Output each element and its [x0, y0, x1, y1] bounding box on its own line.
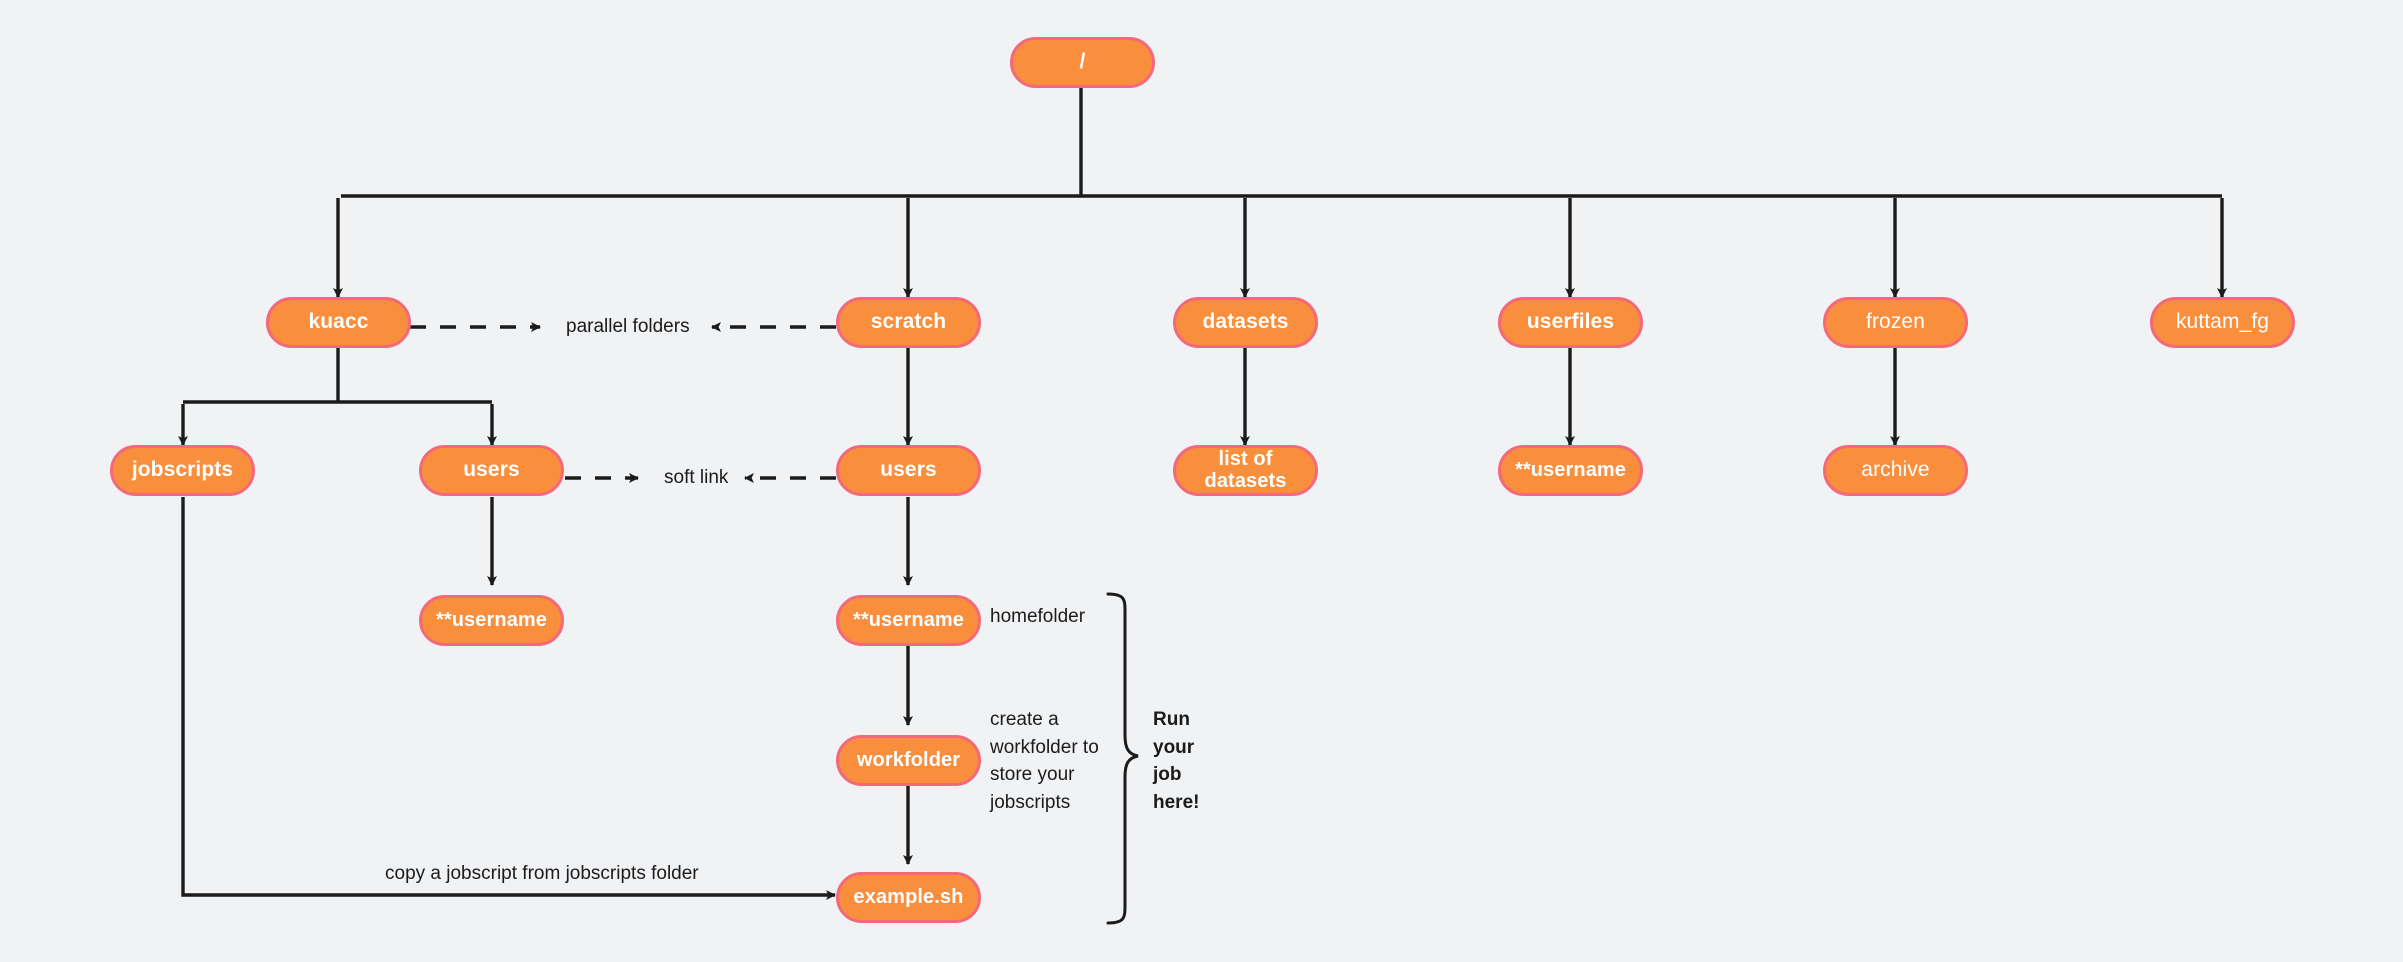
label-parallel-folders: parallel folders	[566, 316, 690, 337]
node-kuttam-fg[interactable]: kuttam_fg	[2150, 297, 2295, 348]
node-kuacc-username[interactable]: **username	[419, 595, 564, 646]
node-userfiles-username[interactable]: **username	[1498, 445, 1643, 496]
node-list-of-datasets[interactable]: list of datasets	[1173, 445, 1318, 496]
label-homefolder: homefolder	[990, 606, 1086, 627]
node-scratch[interactable]: scratch	[836, 297, 981, 348]
node-kuacc[interactable]: kuacc	[266, 297, 411, 348]
edge-jobscripts-to-example	[181, 497, 836, 900]
node-frozen[interactable]: frozen	[1823, 297, 1968, 348]
node-scratch-users[interactable]: users	[836, 445, 981, 496]
node-kuacc-users[interactable]: users	[419, 445, 564, 496]
node-scratch-username[interactable]: **username	[836, 595, 981, 646]
node-root[interactable]: /	[1010, 37, 1155, 88]
label-run-your-job-here: Run your job here!	[1153, 709, 1200, 813]
brace-run-job-here	[1106, 592, 1139, 925]
node-jobscripts[interactable]: jobscripts	[110, 445, 255, 496]
label-create-workfolder: create a workfolder to store your jobscr…	[990, 709, 1099, 813]
node-example-sh[interactable]: example.sh	[836, 872, 981, 923]
node-datasets[interactable]: datasets	[1173, 297, 1318, 348]
node-archive[interactable]: archive	[1823, 445, 1968, 496]
label-soft-link: soft link	[664, 467, 729, 488]
label-copy-jobscript: copy a jobscript from jobscripts folder	[385, 863, 699, 884]
node-workfolder[interactable]: workfolder	[836, 735, 981, 786]
node-userfiles[interactable]: userfiles	[1498, 297, 1643, 348]
